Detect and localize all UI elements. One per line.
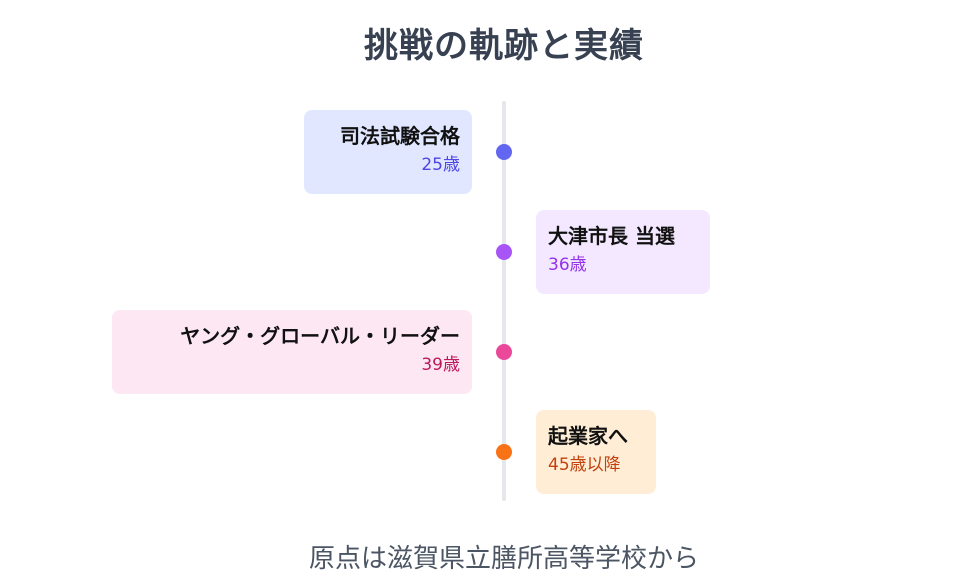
- timeline-dot: [496, 144, 512, 160]
- milestone-title: 大津市長 当選: [548, 224, 675, 248]
- timeline-dot: [496, 344, 512, 360]
- milestone-card-bar-exam: 司法試験合格 25歳: [304, 110, 472, 194]
- timeline-line: [502, 101, 506, 501]
- milestone-age: 36歳: [548, 255, 587, 275]
- milestone-title: 起業家へ: [548, 424, 628, 448]
- milestone-age: 39歳: [421, 355, 460, 375]
- milestone-card-young-global-leader: ヤング・グローバル・リーダー 39歳: [112, 310, 472, 394]
- timeline-dot: [496, 244, 512, 260]
- timeline-dot: [496, 444, 512, 460]
- milestone-title: ヤング・グローバル・リーダー: [180, 324, 460, 348]
- milestone-card-mayor: 大津市長 当選 36歳: [536, 210, 710, 294]
- footer-caption: 原点は滋賀県立膳所高等学校から: [308, 544, 699, 574]
- milestone-title: 司法試験合格: [340, 124, 460, 148]
- page-title: 挑戦の軌跡と実績: [364, 26, 644, 66]
- milestone-age: 25歳: [421, 155, 460, 175]
- milestone-age: 45歳以降: [548, 455, 621, 475]
- milestone-card-entrepreneur: 起業家へ 45歳以降: [536, 410, 656, 494]
